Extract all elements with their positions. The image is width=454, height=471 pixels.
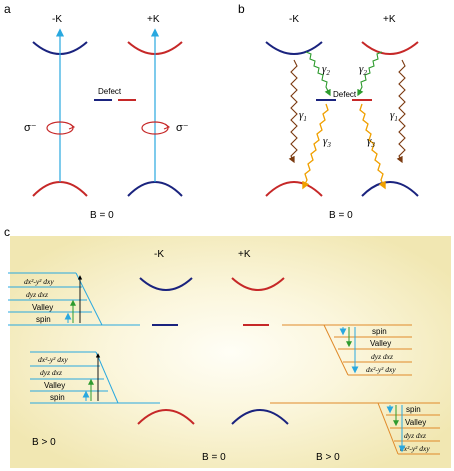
field-label-b: B = 0 (329, 210, 353, 221)
panel-c-valley-right-label: +K (238, 249, 251, 260)
panel-c: c -K +K dx²-y² dxy dyz dxz Valley spin (4, 225, 451, 468)
conduction-band-plus-k (231, 277, 285, 291)
ladder-dyz-dxz-label: dyz dxz (26, 290, 48, 299)
conduction-band-minus-k (139, 277, 193, 291)
ladder-dyz-dxz-label: dyz dxz (371, 352, 393, 361)
ladder-orbital-label: dx²-y² dxy (38, 355, 68, 364)
panel-a-letter: a (4, 2, 11, 16)
gamma1-label-right: γ1 (390, 109, 398, 123)
ladder-valley-label: Valley (370, 339, 391, 348)
ladder-orbital-label: dx²-y² dxy (366, 365, 396, 374)
gamma2-label-right: γ2 (359, 63, 367, 77)
conduction-band-plus-k (361, 41, 419, 55)
rotation-arrowhead-icon (68, 123, 76, 130)
valence-band-minus-k (137, 409, 195, 425)
sigma-minus-label-left: σ⁻ (24, 122, 37, 134)
panel-b-letter: b (238, 2, 245, 16)
panel-b-valley-right-label: +K (383, 14, 396, 25)
energy-ladder-lower-right: spin Valley dyz dxz dx²-y² dxy (288, 402, 440, 455)
ladder-valley-label: Valley (405, 418, 426, 427)
gamma2-capture-arrow-left (305, 51, 331, 97)
ladder-spin-label: spin (36, 315, 51, 324)
gamma2-label-left: γ2 (322, 63, 330, 77)
energy-ladder-upper-right: spin Valley dyz dxz dx²-y² dxy (282, 324, 412, 376)
gamma2-capture-arrow-right (357, 51, 383, 97)
gamma1-decay-arrow-plus-k (396, 59, 406, 164)
panel-c-valley-left-label: -K (154, 249, 164, 260)
valence-band-plus-k (127, 181, 183, 197)
ladder-edge (323, 324, 349, 376)
panel-a-valley-left-label: -K (52, 14, 62, 25)
field-label-a: B = 0 (90, 210, 114, 221)
field-label-c-left: B > 0 (32, 437, 56, 448)
valence-band-plus-k (231, 409, 289, 425)
ladder-edge (95, 351, 119, 404)
defect-label: Defect (98, 87, 122, 96)
panel-c-letter: c (4, 225, 10, 239)
ladder-spin-label: spin (406, 405, 421, 414)
sigma-minus-label-right: σ⁻ (176, 122, 189, 134)
ladder-valley-label: Valley (32, 303, 53, 312)
panel-a: a -K +K σ⁻ σ⁻ Defect B = 0 (4, 2, 189, 221)
ladder-orbital-label: dx²-y² dxy (24, 277, 54, 286)
circular-polarization-icon-minus-k (46, 121, 74, 135)
ladder-valley-label: Valley (44, 381, 65, 390)
conduction-band-minus-k (265, 41, 323, 55)
defect-label: Defect (333, 90, 357, 99)
gamma1-label-left: γ1 (299, 109, 307, 123)
energy-ladder-lower-left: dx²-y² dxy dyz dxz Valley spin (30, 351, 150, 404)
gamma3-decay-arrow-right (359, 103, 386, 190)
gamma3-label-right: γ3 (367, 135, 375, 149)
gamma1-decay-arrow-minus-k (288, 59, 298, 164)
rotation-arrowhead-icon (163, 123, 171, 130)
ladder-orbital-label: dx²-y² dxy (400, 444, 430, 453)
gamma3-label-left: γ3 (323, 135, 331, 149)
panel-a-valley-right-label: +K (147, 14, 160, 25)
valence-band-plus-k (361, 181, 419, 197)
ladder-dyz-dxz-label: dyz dxz (40, 368, 62, 377)
valence-band-minus-k (265, 181, 323, 197)
valence-band-minus-k (32, 181, 88, 197)
panel-b: b -K +K Defect γ2 γ2 γ1 γ1 γ3 γ3 B = 0 (238, 2, 419, 221)
field-label-c-center: B = 0 (202, 452, 226, 463)
ladder-spin-label: spin (50, 393, 65, 402)
ladder-dyz-dxz-label: dyz dxz (404, 431, 426, 440)
ladder-spin-label: spin (372, 327, 387, 336)
panel-b-valley-left-label: -K (289, 14, 299, 25)
field-label-c-right: B > 0 (316, 452, 340, 463)
gamma3-decay-arrow-left (302, 103, 329, 190)
ladder-edge (377, 402, 399, 455)
energy-ladder-upper-left: dx²-y² dxy dyz dxz Valley spin (8, 272, 140, 326)
circular-polarization-icon-plus-k (141, 121, 169, 135)
